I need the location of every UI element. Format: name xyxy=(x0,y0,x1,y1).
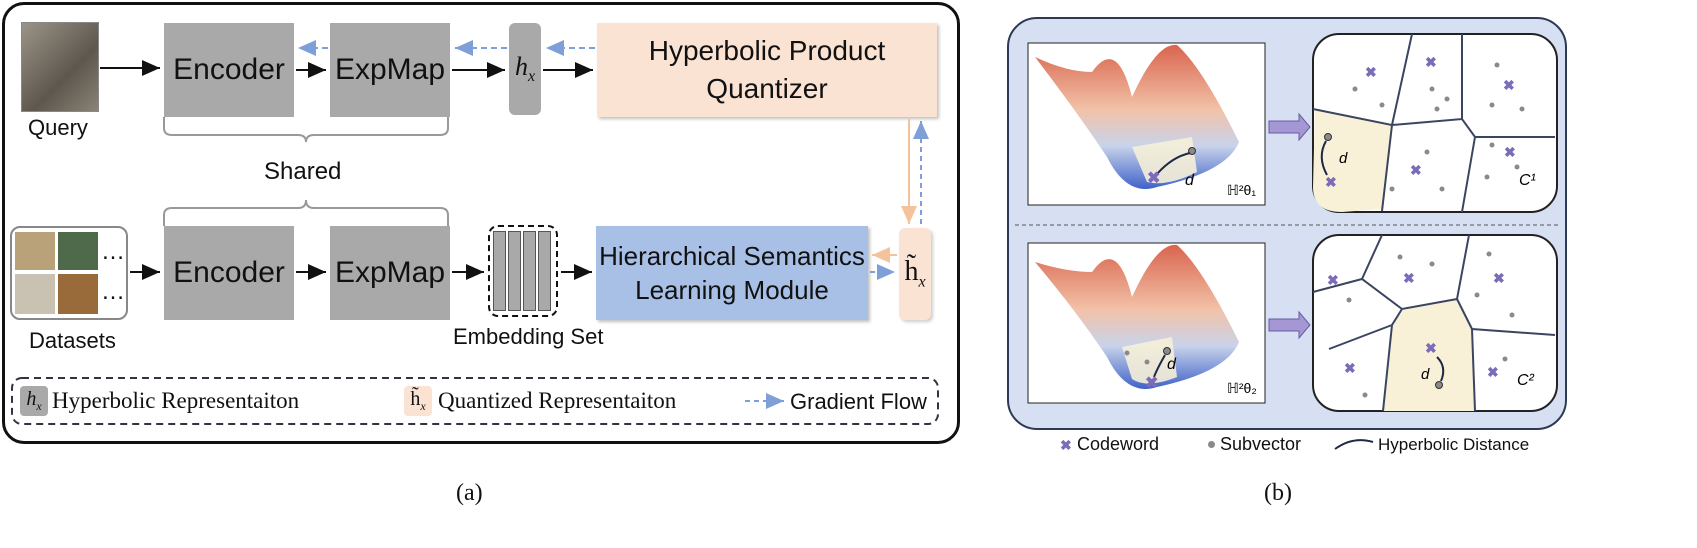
shared-label: Shared xyxy=(264,158,342,185)
surface-1-subvector xyxy=(1188,147,1196,155)
cb1-subvectors xyxy=(1352,62,1525,192)
hpq-label-line1: Hyperbolic Product xyxy=(648,35,886,66)
quantized-node: h̃x xyxy=(899,228,931,320)
cb1-codeword-1: ✖ xyxy=(1365,64,1377,80)
brace-top xyxy=(163,117,449,143)
query-image xyxy=(21,22,99,112)
hpq-label-line2: Quantizer xyxy=(706,73,828,104)
cb2-codeword-6: ✖ xyxy=(1425,340,1437,356)
surface-1-distance xyxy=(1156,152,1191,175)
expmap-bottom-label: ExpMap xyxy=(334,256,446,289)
transfer-arrow-1 xyxy=(1268,112,1311,142)
cb2-distance xyxy=(1436,356,1445,382)
cb1-codeword-2: ✖ xyxy=(1425,54,1437,70)
expmap-top: ExpMap xyxy=(330,23,450,117)
codebook-1-edges xyxy=(1312,33,1555,213)
expmap-bottom: ExpMap xyxy=(330,226,450,320)
cb2-subvectors xyxy=(1346,251,1515,398)
embedding-bar-2 xyxy=(508,231,521,311)
embedding-set-label: Embedding Set xyxy=(453,324,604,349)
dataset-dots-1: … xyxy=(101,238,125,265)
codebook-2-label: C² xyxy=(1517,372,1535,389)
surface-1-highlight xyxy=(1132,137,1197,184)
cb2-codeword-5: ✖ xyxy=(1487,364,1499,380)
embedding-bar-3 xyxy=(523,231,536,311)
quantized-symbol: h̃x xyxy=(904,256,926,291)
surface-2-codeword: ✖ xyxy=(1145,375,1158,392)
panel-a xyxy=(2,2,960,444)
legend-codeword-label: Codeword xyxy=(1077,434,1160,454)
encoder-top: Encoder xyxy=(164,23,294,117)
hslm-label-line1: Hierarchical Semantics xyxy=(599,241,865,271)
dataset-image-4 xyxy=(58,274,98,314)
legend-hq-swatch: h̃x xyxy=(404,386,432,416)
surface-2-subvector xyxy=(1163,347,1171,355)
cb1-codeword-3: ✖ xyxy=(1503,77,1515,93)
cb2-codeword-4: ✖ xyxy=(1344,360,1356,376)
cb1-query-subvector xyxy=(1324,133,1332,141)
legend-frame xyxy=(11,377,939,425)
legend-hx-swatch: hx xyxy=(20,386,48,416)
surface-2-d: d xyxy=(1167,356,1177,373)
hx-symbol: hx xyxy=(514,51,536,86)
cb1-d: d xyxy=(1339,150,1348,167)
datasets-label: Datasets xyxy=(29,328,116,353)
surface-2-highlight xyxy=(1122,337,1177,384)
encoder-bottom: Encoder xyxy=(164,226,294,320)
hx-node: hx xyxy=(509,23,541,115)
codebook-1-label: C¹ xyxy=(1519,172,1536,189)
encoder-bottom-label: Encoder xyxy=(173,256,285,289)
codebook-2-highlight xyxy=(1383,299,1475,411)
codebook-2-edges xyxy=(1312,234,1556,412)
dataset-image-1 xyxy=(15,232,55,270)
transfer-arrow-2 xyxy=(1268,310,1311,340)
space-2-label: ℍ²θ₂ xyxy=(1227,380,1257,396)
cb1-codeword-6: ✖ xyxy=(1325,174,1337,190)
dataset-image-3 xyxy=(15,274,55,314)
legend-hyperbolic-label: Hyperbolic Representaiton xyxy=(52,388,300,413)
encoder-top-label: Encoder xyxy=(173,53,285,86)
surface-1-d: d xyxy=(1185,172,1195,189)
legend-distance-icon xyxy=(1334,439,1374,450)
legend-subvector-label: Subvector xyxy=(1220,434,1302,454)
expmap-top-label: ExpMap xyxy=(334,53,446,86)
cb2-query-subvector xyxy=(1435,381,1443,389)
codebook-1-highlight xyxy=(1313,109,1392,212)
surface-2-distance xyxy=(1153,354,1166,378)
panel-a-connectors xyxy=(11,40,939,425)
cb2-codeword-2: ✖ xyxy=(1403,270,1415,286)
embedding-bar-4 xyxy=(538,231,551,311)
legend-subvector-icon xyxy=(1208,441,1215,448)
hslm-label-line2: Learning Module xyxy=(635,275,829,305)
brace-bottom xyxy=(163,199,449,226)
surface-2-bowl xyxy=(1035,244,1239,389)
hierarchical-semantics-module: Hierarchical Semantics Learning Module xyxy=(596,226,868,320)
query-label: Query xyxy=(28,115,88,140)
embedding-bar-1 xyxy=(493,231,506,311)
hyperbolic-product-quantizer: Hyperbolic Product Quantizer xyxy=(597,23,937,117)
cb1-codeword-5: ✖ xyxy=(1504,144,1516,160)
legend-quantized-label: Quantized Representaiton xyxy=(438,388,677,413)
space-1-label: ℍ²θ₁ xyxy=(1227,182,1256,198)
dataset-image-2 xyxy=(58,232,98,270)
cb2-d: d xyxy=(1421,366,1430,383)
cb2-codeword-1: ✖ xyxy=(1327,272,1339,288)
dataset-dots-2: … xyxy=(101,278,125,305)
cb1-codeword-4: ✖ xyxy=(1410,162,1422,178)
panel-b-graphics: ✖ d ℍ²θ₁ ✖ d ℍ²θ₂ ✖ ✖ ✖ ✖ ✖ ✖ d C¹ ✖ ✖ ✖… xyxy=(1015,33,1559,412)
embedding-set xyxy=(488,225,558,317)
cb1-distance xyxy=(1320,140,1328,176)
caption-a: (a) xyxy=(456,480,483,506)
caption-b: (b) xyxy=(1264,480,1292,506)
legend-codeword-icon: ✖ xyxy=(1060,437,1072,453)
cb2-codeword-3: ✖ xyxy=(1493,270,1505,286)
surface-1-codeword: ✖ xyxy=(1147,170,1160,187)
legend-gradient-label: Gradient Flow xyxy=(790,389,927,414)
datasets-box xyxy=(10,226,128,320)
legend-distance-label: Hyperbolic Distance xyxy=(1378,435,1530,454)
